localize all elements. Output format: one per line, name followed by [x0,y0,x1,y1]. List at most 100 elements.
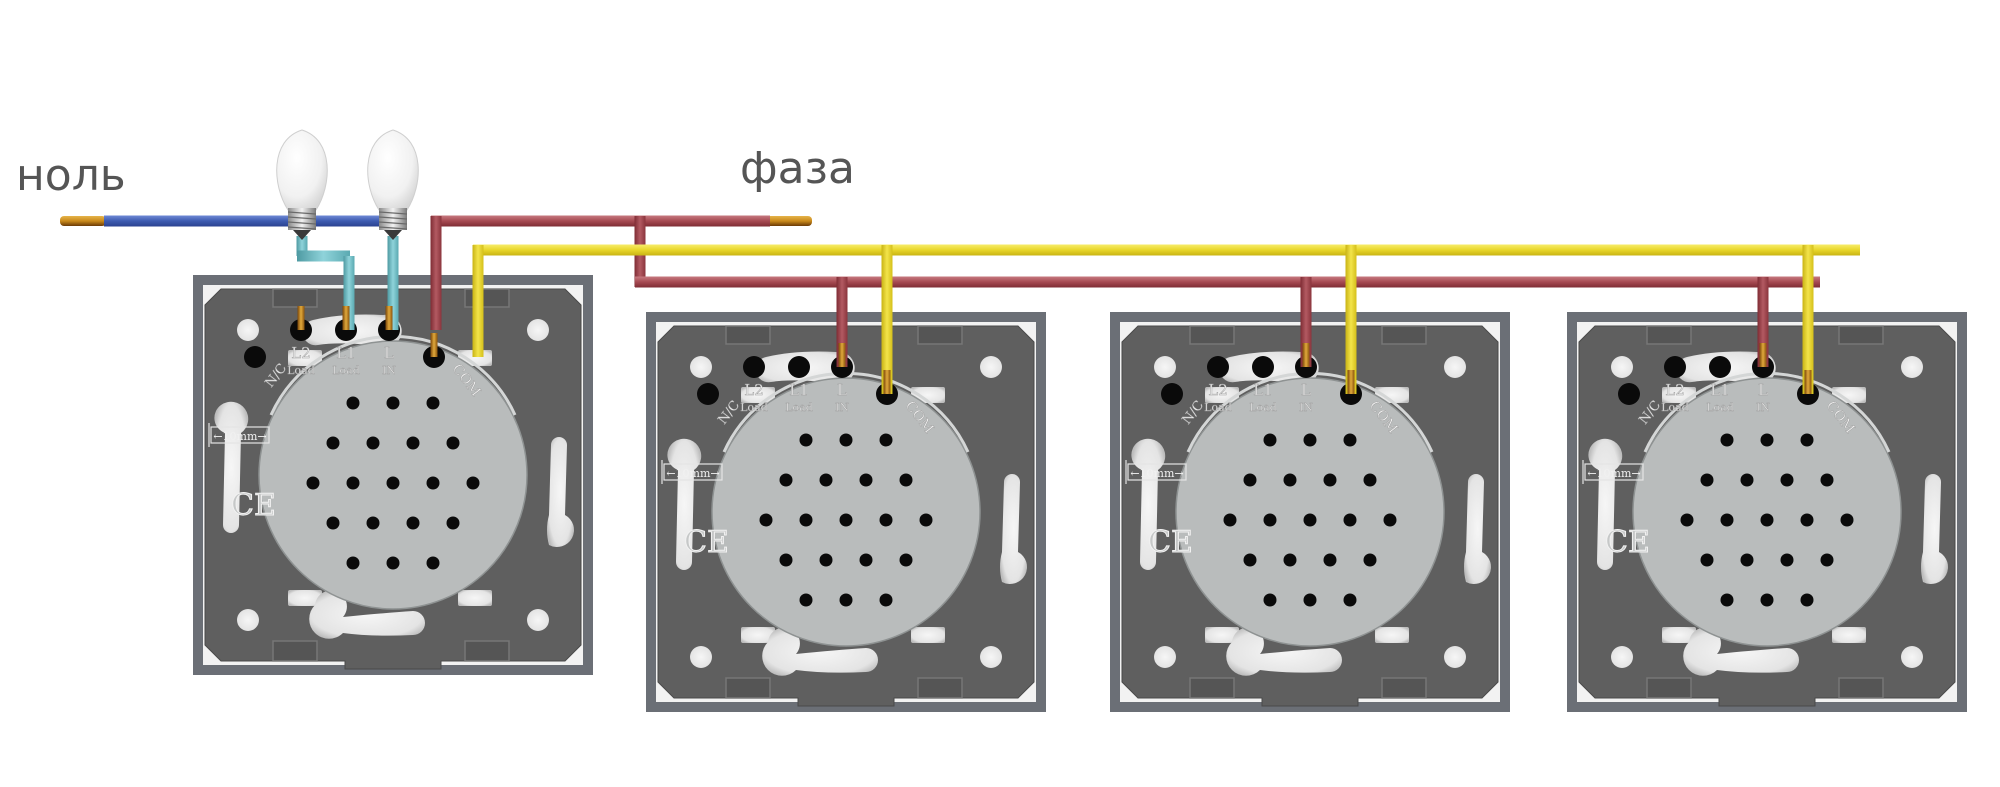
vent-hole [346,556,360,570]
terminal-label-l1: L1 [1253,381,1273,399]
plate-tab [1838,677,1884,699]
vent-hole [1720,513,1734,527]
terminal-label-l2: L2 [1665,381,1685,399]
plate-tab [1838,325,1884,345]
keyhole-slot-left [667,438,702,570]
vent-hole [779,553,793,567]
terminal-label-l1: L1 [336,344,356,362]
terminal-sublabel-l2: Load [1204,401,1232,414]
traveler-wire-bus [473,244,1860,256]
copper-tip [1759,343,1767,367]
terminal-hole-l1 [788,356,810,378]
keyhole-slot-bottom [309,590,425,639]
load-wire-l2 [297,250,350,262]
lamp-2 [367,129,419,240]
vent-hole [1363,473,1377,487]
keyhole-slot-left [214,401,249,533]
switch-module [711,377,981,647]
vent-hole [426,396,440,410]
copper-tip [342,306,350,330]
vent-hole [386,556,400,570]
ce-mark: CE [1148,525,1193,560]
mount-slot [1205,627,1239,643]
vent-hole [1343,513,1357,527]
vent-hole [1243,473,1257,487]
vent-hole [1760,593,1774,607]
terminal-sublabel-l1: Load [1249,401,1277,414]
copper-tip [430,333,438,357]
plate-tab [1381,677,1427,699]
keyhole-slot-right [1464,474,1492,585]
terminal-label-l2: L2 [1208,381,1228,399]
plate-tab [464,640,510,662]
switch-module [1632,377,1902,647]
traveler-wire-drop-2 [1345,245,1357,394]
terminal-hole-nc [244,346,266,368]
vent-hole [326,516,340,530]
screw-hole [527,609,549,631]
vent-hole [1263,433,1277,447]
mount-slot [1375,387,1409,403]
vent-hole [1820,473,1834,487]
lamp-bulb [367,129,419,211]
terminal-hole-l2 [743,356,765,378]
screw-hole [1611,646,1633,668]
vent-hole [1243,553,1257,567]
vent-hole [879,513,893,527]
vent-hole [859,553,873,567]
vent-hole [326,436,340,450]
vent-hole [1700,473,1714,487]
vent-hole [879,433,893,447]
lamp-thread [287,216,317,220]
copper-tip [1804,370,1812,394]
terminal-hole-nc [1618,383,1640,405]
lamp-thread [378,216,408,220]
mount-slot [911,387,945,403]
screw-hole [1611,356,1633,378]
plate-tab [1381,325,1427,345]
terminal-sublabel-l1: Load [1706,401,1734,414]
terminal-hole-l2 [1664,356,1686,378]
vent-hole [1383,513,1397,527]
terminal-label-l: L [1301,381,1311,399]
neutral-wire-stripped-end [60,216,106,226]
vent-hole [1820,553,1834,567]
copper-tip [838,343,846,367]
vent-hole [466,476,480,490]
copper-tip [385,306,393,330]
screw-hole [1444,356,1466,378]
mount-slot [1832,627,1866,643]
vent-hole [1800,513,1814,527]
ce-mark: CE [231,488,276,523]
vent-hole [779,473,793,487]
vent-hole [426,556,440,570]
phase-wire-bus [635,276,1820,288]
vent-hole [1343,593,1357,607]
mount-slot [458,590,492,606]
terminal-label-l2: L2 [291,344,311,362]
vent-hole [1720,593,1734,607]
plate-tab [917,677,963,699]
terminal-sublabel-l2: Load [1661,401,1689,414]
lamp-bulb [276,129,328,211]
keyhole-slot-right [547,437,575,548]
vent-hole [386,476,400,490]
vent-hole [446,436,460,450]
vent-hole [819,553,833,567]
vent-hole [1283,473,1297,487]
terminal-hole-l2 [1207,356,1229,378]
vent-hole [839,593,853,607]
dimension-box [210,426,270,444]
vent-hole [1680,513,1694,527]
vent-hole [1223,513,1237,527]
vent-hole [1323,553,1337,567]
terminal-sublabel-l: IN [1756,401,1770,414]
terminal-hole-l1 [1709,356,1731,378]
vent-hole [799,593,813,607]
vent-hole [1263,513,1277,527]
vent-hole [446,516,460,530]
